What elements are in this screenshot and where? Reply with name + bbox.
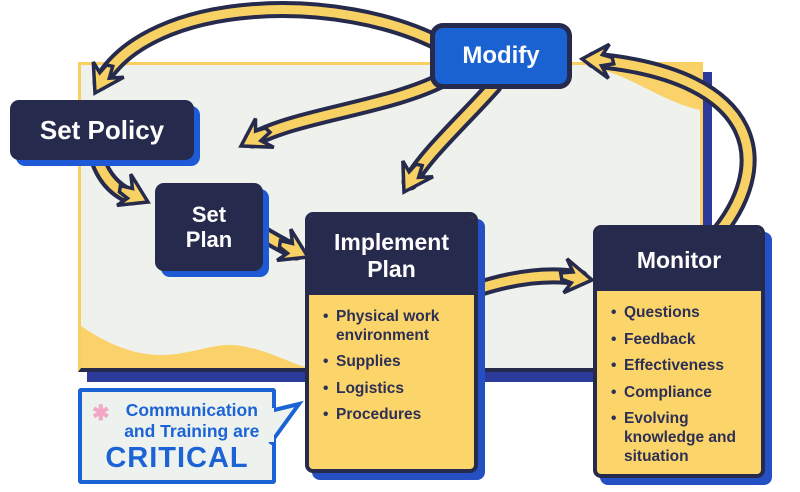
bullet-item: Supplies bbox=[323, 353, 468, 372]
bullet-item: Questions bbox=[611, 304, 755, 323]
node-monitor-title-text: Monitor bbox=[636, 246, 722, 273]
monitor-bullet-list: QuestionsFeedbackEffectivenessCompliance… bbox=[597, 291, 761, 466]
node-monitor-title: Monitor bbox=[597, 229, 761, 291]
asterisk-icon: ✱ bbox=[92, 402, 110, 425]
callout-communication: ✱ Communication and Training are CRITICA… bbox=[78, 388, 276, 484]
bullet-item: Procedures bbox=[323, 406, 468, 425]
bullet-item: Compliance bbox=[611, 384, 755, 403]
bullet-item: Physical work environment bbox=[323, 308, 468, 345]
node-monitor: Monitor QuestionsFeedbackEffectivenessCo… bbox=[593, 225, 765, 478]
bullet-item: Logistics bbox=[323, 380, 468, 399]
node-implement-plan: Implement Plan Physical work environment… bbox=[305, 212, 478, 473]
wave-bottom-left bbox=[81, 326, 309, 368]
wave-top-right bbox=[585, 65, 700, 110]
node-set-plan-label: Set Plan bbox=[185, 201, 233, 252]
implement-plan-bullet-list: Physical work environmentSuppliesLogisti… bbox=[309, 295, 474, 425]
bullet-item: Evolving knowledge and situation bbox=[611, 410, 755, 466]
node-implement-plan-title-text: Implement Plan bbox=[333, 229, 450, 282]
node-modify: Modify bbox=[430, 23, 572, 89]
node-implement-plan-title: Implement Plan bbox=[309, 216, 474, 295]
node-set-plan: Set Plan bbox=[155, 183, 263, 271]
callout-text: Communication and Training are bbox=[124, 400, 260, 441]
bullet-item: Feedback bbox=[611, 331, 755, 350]
callout-critical-text: CRITICAL bbox=[105, 442, 249, 475]
node-set-policy-label: Set Policy bbox=[39, 114, 165, 145]
node-set-policy: Set Policy bbox=[10, 100, 194, 160]
node-modify-label: Modify bbox=[462, 42, 540, 69]
bullet-item: Effectiveness bbox=[611, 357, 755, 376]
